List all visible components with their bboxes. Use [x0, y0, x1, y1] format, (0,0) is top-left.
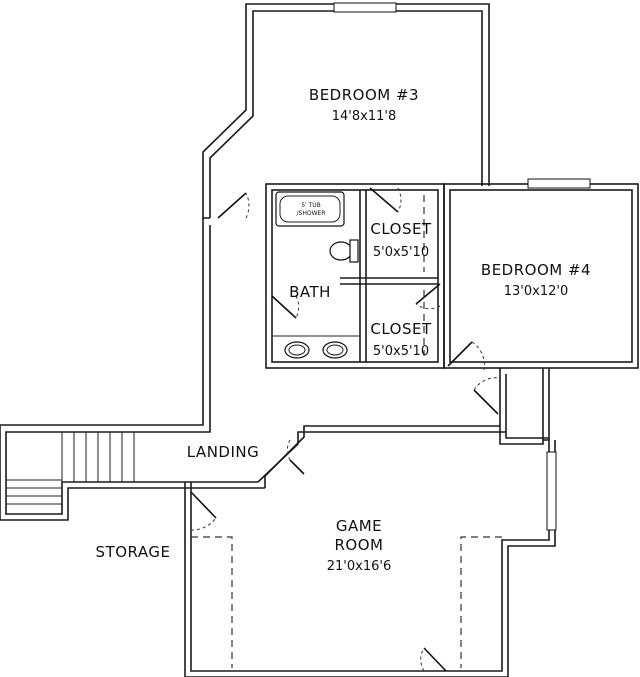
room-labels: BEDROOM #3 14'8x11'8 BEDROOM #4 13'0x12'…: [96, 86, 591, 574]
window-game-room: [546, 451, 557, 531]
game-room-name-line-2: ROOM: [335, 536, 384, 554]
bedroom-4-name: BEDROOM #4: [481, 261, 591, 279]
bedroom-4-dims: 13'0x12'0: [504, 284, 568, 299]
window-bedroom-4: [527, 178, 591, 189]
door-closet-1: [369, 187, 399, 213]
sink-left: [284, 341, 310, 359]
game-room-name-line-1: GAME: [336, 517, 382, 535]
bedroom-4-walls: [443, 178, 639, 369]
door-bedroom-4: [447, 341, 473, 367]
storage-name: STORAGE: [96, 543, 171, 561]
door-alcove: [473, 389, 499, 415]
closet-2-name: CLOSET: [370, 320, 432, 338]
bath-fixtures: 5' TUB /SHOWER: [275, 191, 359, 359]
stairs: [6, 432, 135, 505]
game-room-walls: [184, 368, 557, 677]
bedroom-3-dims: 14'8x11'8: [332, 109, 396, 124]
toilet: [329, 241, 353, 261]
doors: [190, 187, 501, 672]
tub-label-line-2: /SHOWER: [297, 210, 326, 217]
door-bedroom-3: [217, 192, 247, 219]
game-room-dims: 21'0x16'6: [327, 559, 391, 574]
closet-1-name: CLOSET: [370, 220, 432, 238]
door-closet-2: [415, 283, 441, 305]
tub-label-line-1: 5' TUB: [301, 202, 321, 209]
landing-walls: [0, 218, 500, 521]
closet-2-dims: 5'0x5'10: [373, 344, 429, 359]
door-storage: [190, 491, 217, 519]
closet-1-dims: 5'0x5'10: [373, 245, 429, 260]
sink-right: [322, 341, 348, 359]
landing-name: LANDING: [187, 443, 260, 461]
bath-name: BATH: [289, 283, 331, 301]
door-game-room: [423, 647, 447, 672]
door-bath: [271, 295, 297, 319]
bathtub: [275, 191, 345, 227]
bedroom-3-name: BEDROOM #3: [309, 86, 419, 104]
window-bedroom-3: [333, 2, 397, 13]
door-landing: [289, 459, 305, 475]
